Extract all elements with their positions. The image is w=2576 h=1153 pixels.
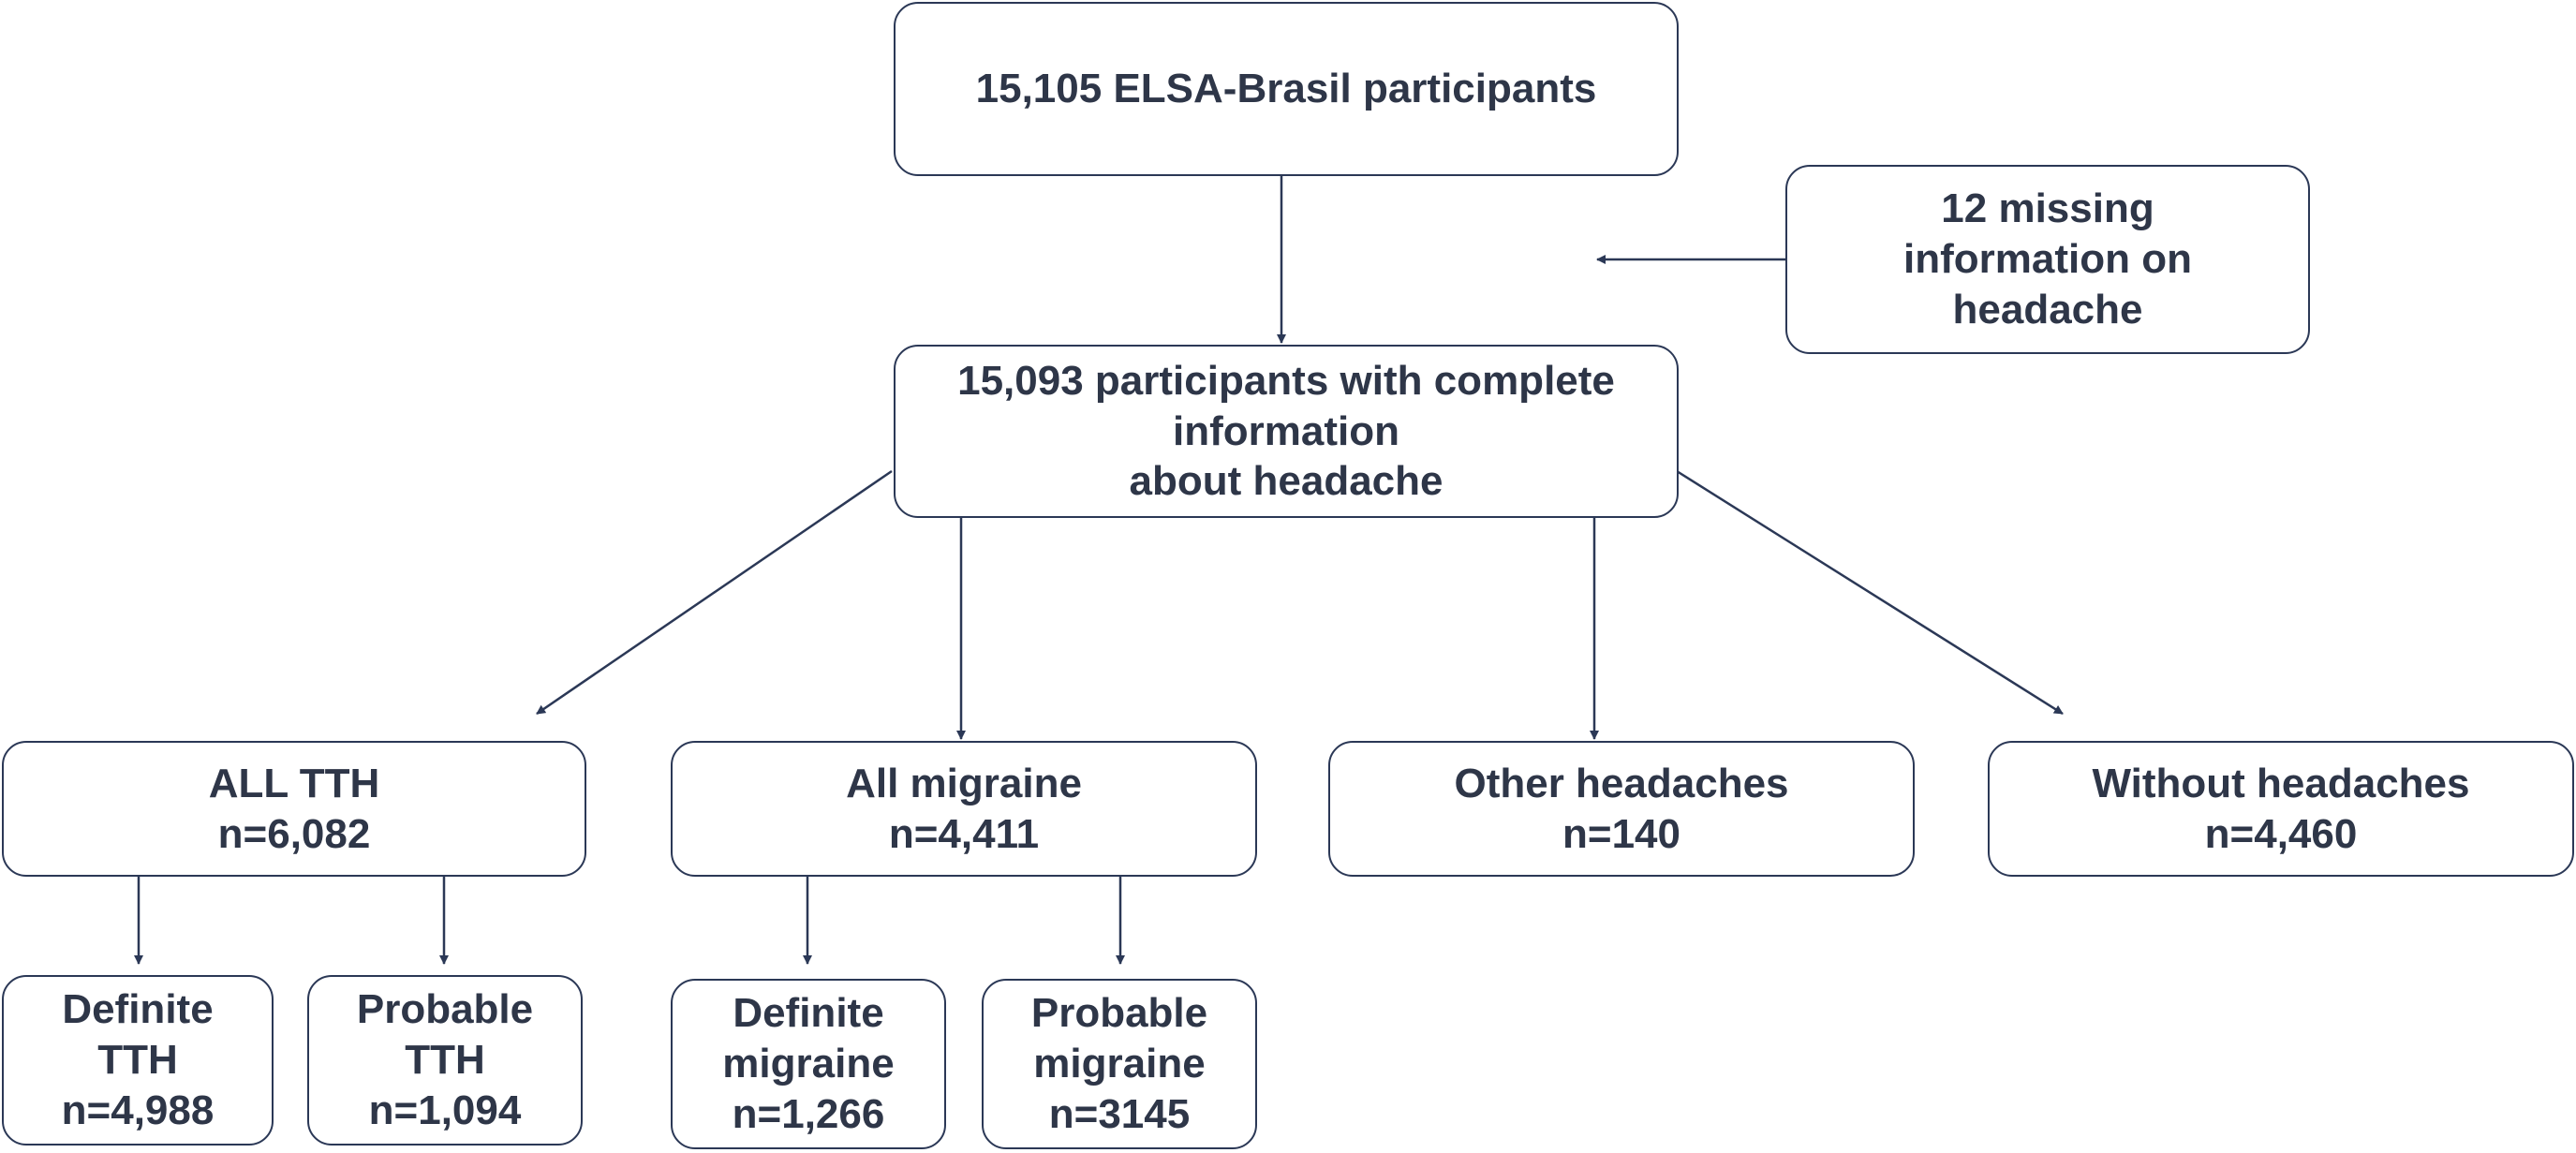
other-headaches-box: Other headaches n=140 — [1328, 741, 1915, 877]
probable-tth-box: Probable TTH n=1,094 — [307, 975, 583, 1146]
all-tth-box: ALL TTH n=6,082 — [2, 741, 586, 877]
participants-total-text: 15,105 ELSA-Brasil participants — [975, 66, 1597, 112]
all-migraine-count: n=4,411 — [888, 810, 1040, 857]
missing-info-box: 12 missing information on headache — [1785, 165, 2310, 354]
missing-info-line-3: headache — [1952, 286, 2143, 333]
missing-info-line-1: 12 missing — [1941, 185, 2154, 232]
probable-migraine-count: n=3145 — [1048, 1090, 1191, 1137]
all-tth-count: n=6,082 — [217, 810, 371, 857]
probable-migraine-line-2: migraine — [1033, 1041, 1206, 1087]
definite-migraine-line-1: Definite — [733, 990, 884, 1037]
complete-info-line-1: 15,093 participants with complete — [957, 357, 1615, 404]
probable-tth-count: n=1,094 — [368, 1086, 522, 1133]
arrow-to-all-tth — [536, 469, 893, 716]
other-headaches-count: n=140 — [1562, 810, 1680, 857]
complete-info-line-2: information — [1173, 407, 1399, 454]
all-tth-label: ALL TTH — [208, 760, 380, 806]
missing-info-line-2: information on — [1903, 236, 2192, 283]
without-headaches-count: n=4,460 — [2204, 810, 2358, 857]
all-migraine-label: All migraine — [846, 760, 1082, 806]
without-headaches-box: Without headaches n=4,460 — [1988, 741, 2574, 877]
without-headaches-label: Without headaches — [2092, 760, 2470, 806]
arrow-to-without-headaches — [1676, 469, 2064, 716]
probable-migraine-line-1: Probable — [1030, 990, 1208, 1037]
other-headaches-label: Other headaches — [1454, 760, 1789, 806]
probable-tth-line-2: TTH — [405, 1037, 485, 1084]
definite-tth-count: n=4,988 — [61, 1086, 215, 1133]
definite-migraine-count: n=1,266 — [732, 1090, 885, 1137]
definite-tth-line-1: Definite — [62, 986, 214, 1033]
definite-migraine-box: Definite migraine n=1,266 — [671, 979, 946, 1149]
participants-total-box: 15,105 ELSA-Brasil participants — [894, 2, 1679, 176]
definite-tth-line-2: TTH — [97, 1037, 178, 1084]
probable-migraine-box: Probable migraine n=3145 — [982, 979, 1257, 1149]
definite-tth-box: Definite TTH n=4,988 — [2, 975, 274, 1146]
complete-info-box: 15,093 participants with complete inform… — [894, 345, 1679, 518]
probable-tth-line-1: Probable — [356, 986, 534, 1033]
complete-info-line-3: about headache — [1129, 458, 1443, 505]
all-migraine-box: All migraine n=4,411 — [671, 741, 1257, 877]
definite-migraine-line-2: migraine — [722, 1041, 895, 1087]
